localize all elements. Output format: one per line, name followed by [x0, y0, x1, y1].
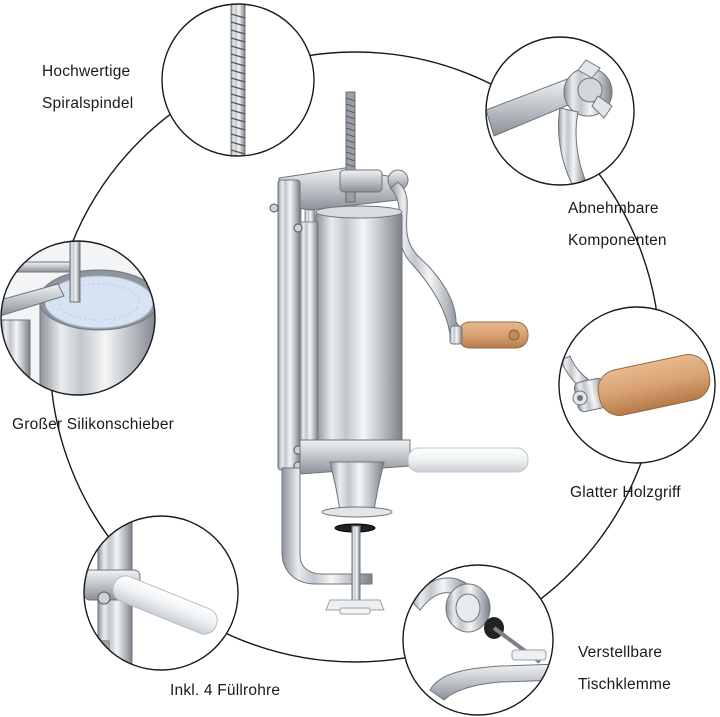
detail-components	[485, 36, 635, 186]
detail-silicone-pusher	[0, 240, 156, 396]
label-pusher-line1: Großer Silikonschieber	[12, 416, 175, 433]
label-tubes-line1: Inkl. 4 Füllrohre	[170, 682, 281, 699]
label-grip-line1: Glatter Holzgriff	[570, 484, 681, 501]
label-components-line1: Abnehmbare	[568, 200, 659, 217]
label-clamp-line2: Tischklemme	[578, 676, 671, 693]
label-components-line2: Komponenten	[568, 232, 667, 249]
sausage-stuffer	[269, 91, 529, 615]
detail-table-clamp	[402, 564, 554, 716]
label-spindle-line1: Hochwertige	[42, 63, 131, 80]
detail-wooden-grip	[558, 306, 716, 464]
label-components: Abnehmbare Komponenten	[568, 193, 667, 257]
label-grip: Glatter Holzgriff	[570, 477, 681, 509]
label-clamp-line1: Verstellbare	[578, 644, 663, 661]
detail-filling-tubes	[83, 515, 239, 671]
label-spindle: Hochwertige Spiralspindel	[42, 56, 133, 120]
label-tubes: Inkl. 4 Füllrohre	[170, 675, 280, 707]
label-pusher: Großer Silikonschieber	[12, 409, 174, 441]
detail-spindle	[161, 3, 315, 157]
label-clamp: Verstellbare Tischklemme	[578, 637, 671, 701]
label-spindle-line2: Spiralspindel	[42, 95, 134, 112]
